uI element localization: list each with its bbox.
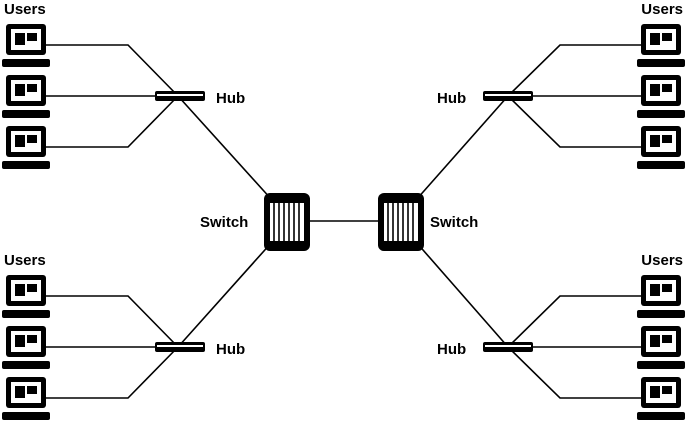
computer-icon [2,377,50,420]
wire-user-tr-3 [507,95,641,148]
computer-icon [637,377,685,420]
computer-icon [2,126,50,169]
wire-user-tr-1 [507,44,641,97]
wire-hub-tr-switch [415,95,509,201]
hub-label-top-left: Hub [216,90,245,107]
wire-user-br-1 [507,295,641,348]
computer-icon [2,275,50,318]
wire-hub-tl-switch [177,95,273,201]
hub-label-bottom-right: Hub [437,341,466,358]
wire-hub-bl-switch [177,241,273,348]
wire-hub-br-switch [415,241,509,348]
hub-top-right [483,91,533,101]
hub-bottom-left [155,342,205,352]
wires [46,44,641,399]
wire-user-tl-3 [46,95,179,148]
computer-icon [637,326,685,369]
users-label-bottom-left: Users [4,252,46,269]
computer-icon [2,326,50,369]
wire-user-bl-1 [46,295,179,348]
wire-user-br-3 [507,346,641,399]
switch-left [264,193,310,251]
computer-icon [637,275,685,318]
computer-icon [637,75,685,118]
computer-icon [2,24,50,67]
hub-top-left [155,91,205,101]
switch-label-left: Switch [200,214,248,231]
computer-icon [637,126,685,169]
hub-bottom-right [483,342,533,352]
users-label-bottom-right: Users [641,252,683,269]
wire-user-tl-1 [46,44,179,97]
switch-right [378,193,424,251]
switch-label-right: Switch [430,214,478,231]
hub-label-bottom-left: Hub [216,341,245,358]
computer-icon [2,75,50,118]
users-label-top-right: Users [641,1,683,18]
users-label-top-left: Users [4,1,46,18]
hub-label-top-right: Hub [437,90,466,107]
computer-icon [637,24,685,67]
wire-user-bl-3 [46,346,179,399]
